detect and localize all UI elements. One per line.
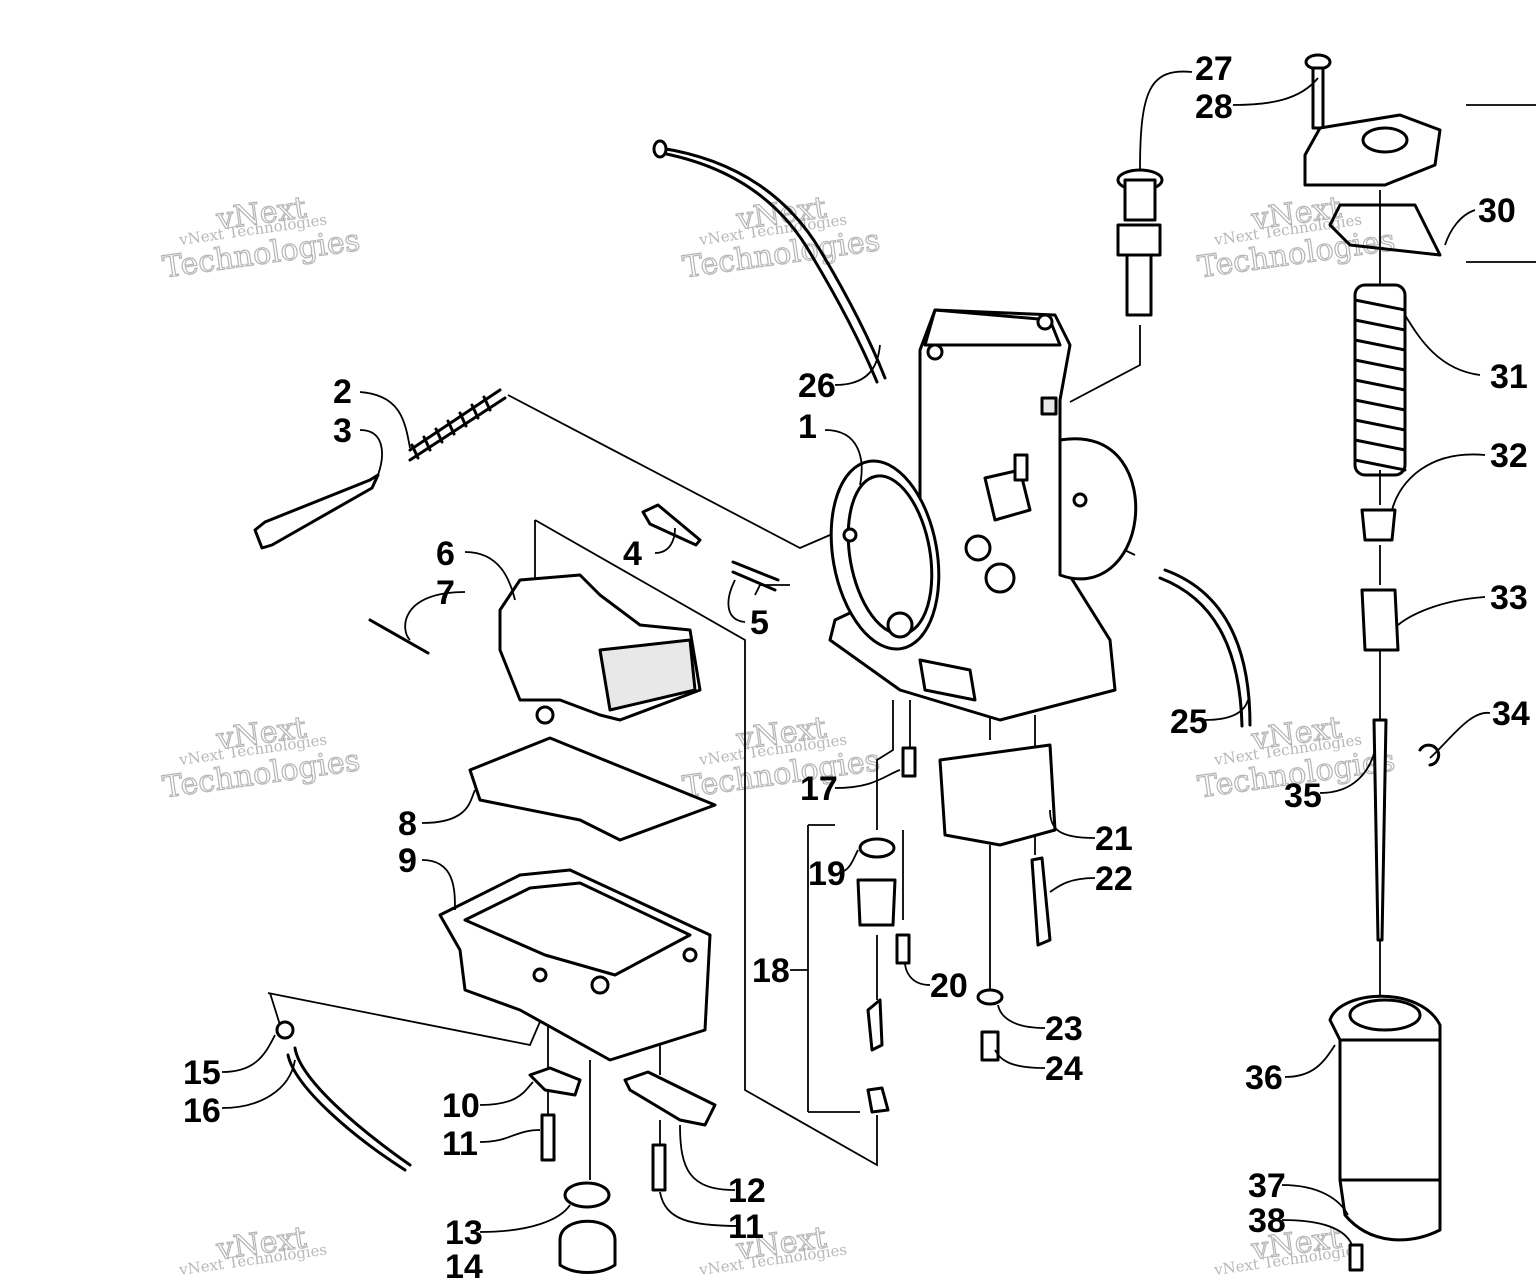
watermark: vNext Technologies vNext xyxy=(1212,1220,1363,1279)
slide-plate xyxy=(1338,1178,1442,1242)
callout-37: 37 xyxy=(1248,1167,1286,1205)
watermark: vNext Technologies Technologies vNext xyxy=(160,190,363,286)
screw-17 xyxy=(901,746,917,778)
callout-24: 24 xyxy=(1045,1050,1083,1088)
float-pin xyxy=(368,618,430,655)
clip xyxy=(866,1086,890,1114)
bracket-12 xyxy=(623,1070,717,1127)
watermark: vNext Technologies vNext xyxy=(177,1220,328,1279)
callout-16: 16 xyxy=(183,1092,221,1130)
callout-18: 18 xyxy=(752,952,790,990)
callout-2: 2 xyxy=(333,373,352,411)
callout-26: 26 xyxy=(798,367,836,405)
callout-9: 9 xyxy=(398,842,417,880)
callout-5: 5 xyxy=(750,604,769,642)
callout-27: 27 xyxy=(1195,50,1233,88)
vent-hose-upper xyxy=(658,146,887,380)
callout-35: 35 xyxy=(1284,777,1322,815)
e-clip xyxy=(1418,743,1441,767)
jet-needle xyxy=(1372,718,1388,942)
callout-38: 38 xyxy=(1248,1202,1286,1240)
carburetor-body xyxy=(828,308,1138,722)
screw-27 xyxy=(1304,53,1332,130)
callout-12: 12 xyxy=(728,1172,766,1210)
needle-holder-32 xyxy=(1360,508,1397,542)
callout-6: 6 xyxy=(436,535,455,573)
float xyxy=(498,573,702,725)
callout-7: 7 xyxy=(436,574,455,612)
callout-15: 15 xyxy=(183,1054,221,1092)
watermark: vNext Technologies Technologies vNext xyxy=(160,710,363,806)
callout-23: 23 xyxy=(1045,1010,1083,1048)
callout-8: 8 xyxy=(398,805,417,843)
callout-31: 31 xyxy=(1490,358,1528,396)
callout-10: 10 xyxy=(442,1087,480,1125)
throttle-spring xyxy=(1353,283,1407,477)
screw-11a xyxy=(540,1113,556,1162)
washer-23 xyxy=(976,988,1004,1006)
screw-22 xyxy=(1030,856,1052,947)
watermark: vNext Technologies Technologies vNext xyxy=(1195,190,1398,286)
callout-3: 3 xyxy=(333,412,352,450)
hose-25 xyxy=(1163,568,1252,727)
callout-21: 21 xyxy=(1095,820,1133,858)
callout-1: 1 xyxy=(798,408,817,446)
float-bowl-gasket xyxy=(468,736,717,842)
callout-22: 22 xyxy=(1095,860,1133,898)
drain-plug xyxy=(558,1219,617,1274)
drain-hose-16 xyxy=(293,1046,412,1167)
parts xyxy=(253,53,1442,1274)
screw-38 xyxy=(1348,1243,1364,1272)
clamp-15 xyxy=(275,1020,295,1040)
choke-plunger xyxy=(1116,168,1164,317)
top-cap xyxy=(1303,113,1442,257)
needle-holder-33 xyxy=(1360,588,1400,652)
callout-4: 4 xyxy=(623,535,642,573)
callout-14: 14 xyxy=(445,1248,483,1280)
o-ring-13 xyxy=(563,1181,611,1209)
callout-36: 36 xyxy=(1245,1059,1283,1097)
watermark: vNext Technologies vNext xyxy=(697,1220,848,1279)
callout-13: 13 xyxy=(445,1214,483,1252)
plate-10 xyxy=(528,1066,582,1097)
screw-24 xyxy=(980,1030,1000,1062)
valve-seat xyxy=(856,878,897,927)
callout-leaders xyxy=(221,70,1491,1246)
callout-19: 19 xyxy=(808,855,846,893)
callout-11-b: 11 xyxy=(728,1208,764,1246)
callout-34: 34 xyxy=(1492,695,1530,733)
callout-33: 33 xyxy=(1490,579,1528,617)
idle-screw xyxy=(253,388,507,550)
callout-28: 28 xyxy=(1195,88,1233,126)
accelerator-pump-body xyxy=(938,743,1057,847)
screw-20 xyxy=(895,933,911,965)
callout-25: 25 xyxy=(1170,703,1208,741)
callout-labels: 1 2 3 4 5 6 7 8 9 10 11 12 11 13 14 15 1… xyxy=(183,50,1530,1280)
callout-30: 30 xyxy=(1478,192,1516,230)
callout-17: 17 xyxy=(800,770,838,808)
throttle-slide xyxy=(1328,994,1442,1182)
pilot-screw xyxy=(641,503,780,592)
o-ring-19 xyxy=(858,837,896,859)
watermark-group: vNext Technologies Technologies vNext vN… xyxy=(160,190,1398,1279)
watermark: vNext Technologies Technologies vNext xyxy=(680,710,883,806)
callout-20: 20 xyxy=(930,967,968,1005)
float-bowl xyxy=(438,868,712,1062)
callout-11: 11 xyxy=(442,1125,478,1163)
screw-11b xyxy=(651,1143,667,1192)
callout-32: 32 xyxy=(1490,437,1528,475)
float-needle xyxy=(866,998,884,1052)
